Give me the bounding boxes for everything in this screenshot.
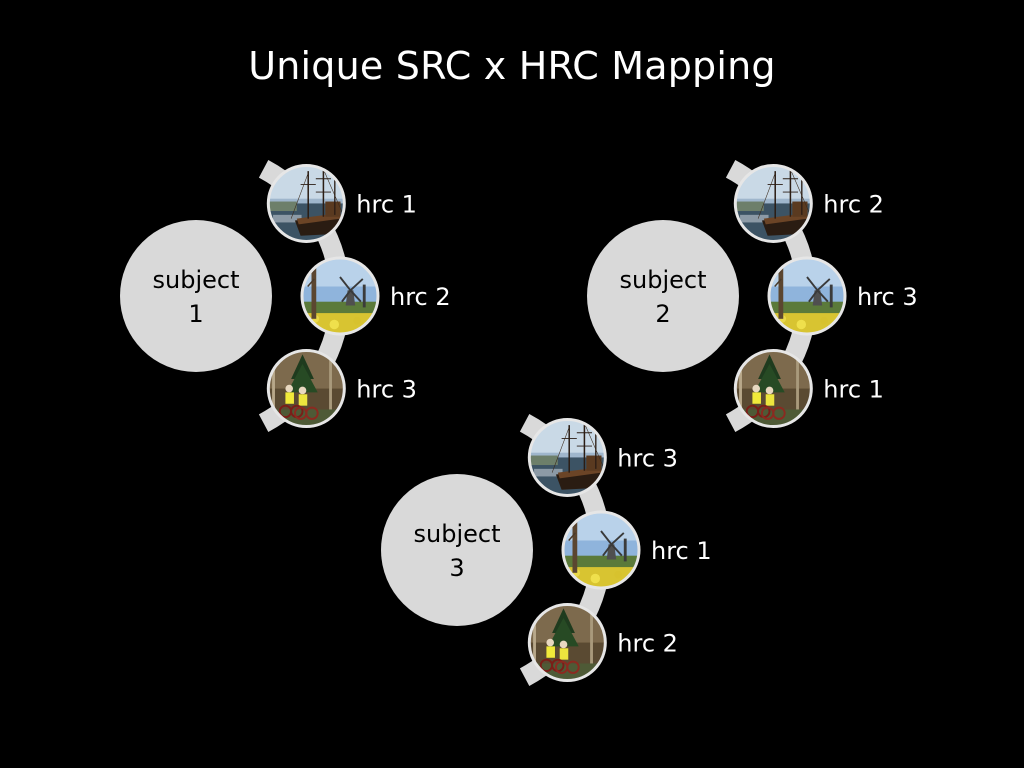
hrc-label: hrc 3 [617,444,678,472]
thumbnail-border [527,603,607,683]
hrc-label: hrc 2 [617,630,678,658]
thumbnail-border [527,417,607,497]
subject-label-line2: 1 [188,300,203,328]
thumbnail-border [300,256,380,336]
subject-group-2: subject 2 hrc 2 hrc 3 hrc 1 [587,160,918,432]
hrc-label: hrc 2 [823,190,884,218]
hrc-label: hrc 1 [356,190,417,218]
hrc-label: hrc 2 [390,283,451,311]
subject-label-line1: subject [153,266,240,294]
hrc-label: hrc 3 [356,376,417,404]
thumbnail-border [767,256,847,336]
subject-label-line1: subject [414,520,501,548]
subject-label-line1: subject [620,266,707,294]
thumbnail-border [266,349,346,429]
subject-circle [587,220,739,372]
thumbnail-border [733,163,813,243]
hrc-label: hrc 3 [857,283,918,311]
subject-label-line2: 3 [449,554,464,582]
subject-group-3: subject 3 hrc 3 hrc 1 hrc 2 [381,414,712,686]
subject-circle [381,474,533,626]
hrc-label: hrc 1 [823,376,884,404]
hrc-label: hrc 1 [651,537,712,565]
thumbnail-border [266,163,346,243]
subject-label-line2: 2 [655,300,670,328]
page-title: Unique SRC x HRC Mapping [248,44,776,88]
thumbnail-border [561,510,641,590]
subject-group-1: subject 1 hrc 1 hrc 2 hrc 3 [120,160,451,432]
thumbnail-border [733,349,813,429]
subject-circle [120,220,272,372]
